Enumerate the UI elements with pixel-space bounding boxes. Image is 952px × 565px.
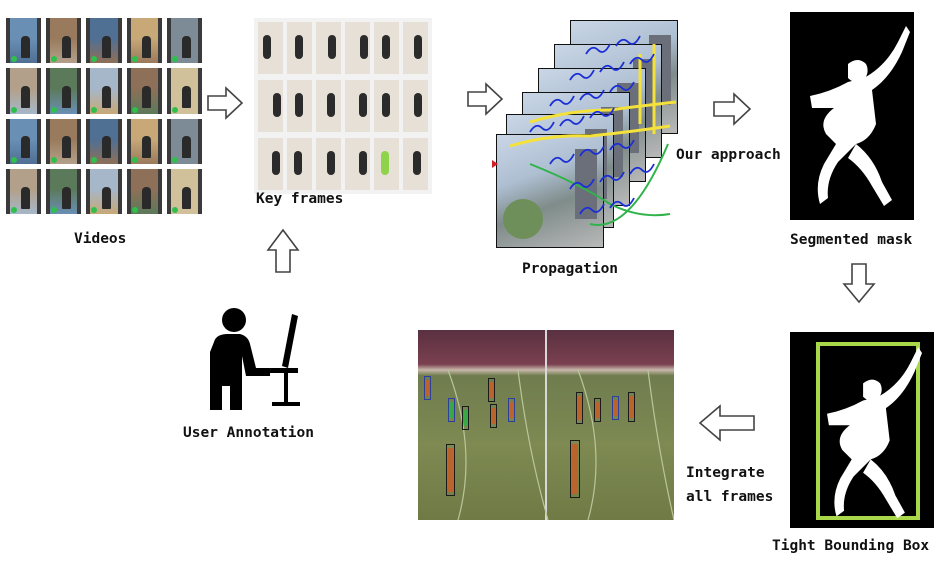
key-frame-thumbnail xyxy=(316,80,341,132)
integrate-label-line2: all frames xyxy=(686,489,774,505)
jumping-person-silhouette xyxy=(810,26,910,206)
video-thumbnail xyxy=(86,68,122,114)
video-thumbnail xyxy=(6,18,42,64)
key-frame-thumbnail xyxy=(258,22,283,74)
key-frame-thumbnail xyxy=(316,138,341,190)
key-frame-thumbnail xyxy=(345,138,370,190)
arrow-left-icon xyxy=(698,404,755,442)
arrow-down-icon xyxy=(842,263,876,304)
tracked-player xyxy=(628,392,635,422)
tracked-player xyxy=(488,378,495,402)
video-thumbnail xyxy=(46,118,82,164)
key-frame-thumbnail xyxy=(403,22,428,74)
tracked-player xyxy=(612,396,619,420)
user-annotation-label: User Annotation xyxy=(183,425,314,441)
key-frame-thumbnail xyxy=(258,80,283,132)
videos-label: Videos xyxy=(74,231,127,247)
key-frame-thumbnail xyxy=(287,22,312,74)
tracked-players-output-image xyxy=(418,330,674,520)
video-thumbnail xyxy=(166,18,202,64)
video-thumbnail xyxy=(126,168,162,214)
video-thumbnail xyxy=(6,118,42,164)
video-thumbnail xyxy=(166,168,202,214)
key-frame-thumbnail xyxy=(374,22,399,74)
key-frame-thumbnail xyxy=(374,138,399,190)
propagation-label: Propagation xyxy=(522,261,619,277)
video-thumbnail xyxy=(46,18,82,64)
propagation-flow-overlay xyxy=(492,35,677,226)
video-thumbnail xyxy=(166,118,202,164)
key-frame-thumbnail xyxy=(345,80,370,132)
videos-thumbnail-grid xyxy=(6,18,202,214)
tight-bounding-box-label: Tight Bounding Box xyxy=(772,538,930,554)
our-approach-label: Our approach xyxy=(676,147,781,163)
key-frames-grid xyxy=(254,18,432,194)
tracked-player xyxy=(576,392,583,424)
user-at-computer-icon xyxy=(210,308,300,410)
key-frame-thumbnail xyxy=(403,80,428,132)
tracked-player xyxy=(570,440,580,498)
segmented-mask-label: Segmented mask xyxy=(790,232,913,248)
video-thumbnail xyxy=(126,118,162,164)
video-thumbnail xyxy=(46,168,82,214)
tracked-player xyxy=(424,376,431,400)
arrow-up-icon xyxy=(266,228,300,273)
video-thumbnail xyxy=(6,68,42,114)
propagation-frame xyxy=(496,134,604,248)
key-frame-thumbnail xyxy=(374,80,399,132)
video-thumbnail xyxy=(86,18,122,64)
video-thumbnail xyxy=(86,168,122,214)
tracked-player xyxy=(508,398,515,422)
arrow-right-icon xyxy=(207,86,244,120)
key-frame-thumbnail xyxy=(258,138,283,190)
tracked-player xyxy=(462,406,469,430)
video-thumbnail xyxy=(126,18,162,64)
tight-bounding-box-image xyxy=(790,332,934,528)
video-thumbnail xyxy=(46,68,82,114)
integrate-label-line1: Integrate xyxy=(686,465,765,481)
arrow-right-icon xyxy=(713,92,752,126)
video-thumbnail xyxy=(86,118,122,164)
key-frame-thumbnail xyxy=(287,80,312,132)
propagation-frame-stack xyxy=(490,14,690,254)
key-frames-label: Key frames xyxy=(256,191,344,207)
segmented-mask-image xyxy=(790,12,914,220)
key-frame-thumbnail xyxy=(403,138,428,190)
video-thumbnail xyxy=(6,168,42,214)
tracked-player xyxy=(594,398,601,422)
tracked-player xyxy=(446,444,455,496)
bounding-box-rectangle xyxy=(816,342,920,520)
key-frame-thumbnail xyxy=(316,22,341,74)
video-thumbnail xyxy=(166,68,202,114)
tracked-player xyxy=(448,398,455,422)
tracked-player xyxy=(490,404,497,428)
key-frame-thumbnail xyxy=(345,22,370,74)
key-frame-thumbnail xyxy=(287,138,312,190)
video-thumbnail xyxy=(126,68,162,114)
arrow-right-icon xyxy=(467,82,504,116)
jumping-person-silhouette xyxy=(827,347,922,519)
